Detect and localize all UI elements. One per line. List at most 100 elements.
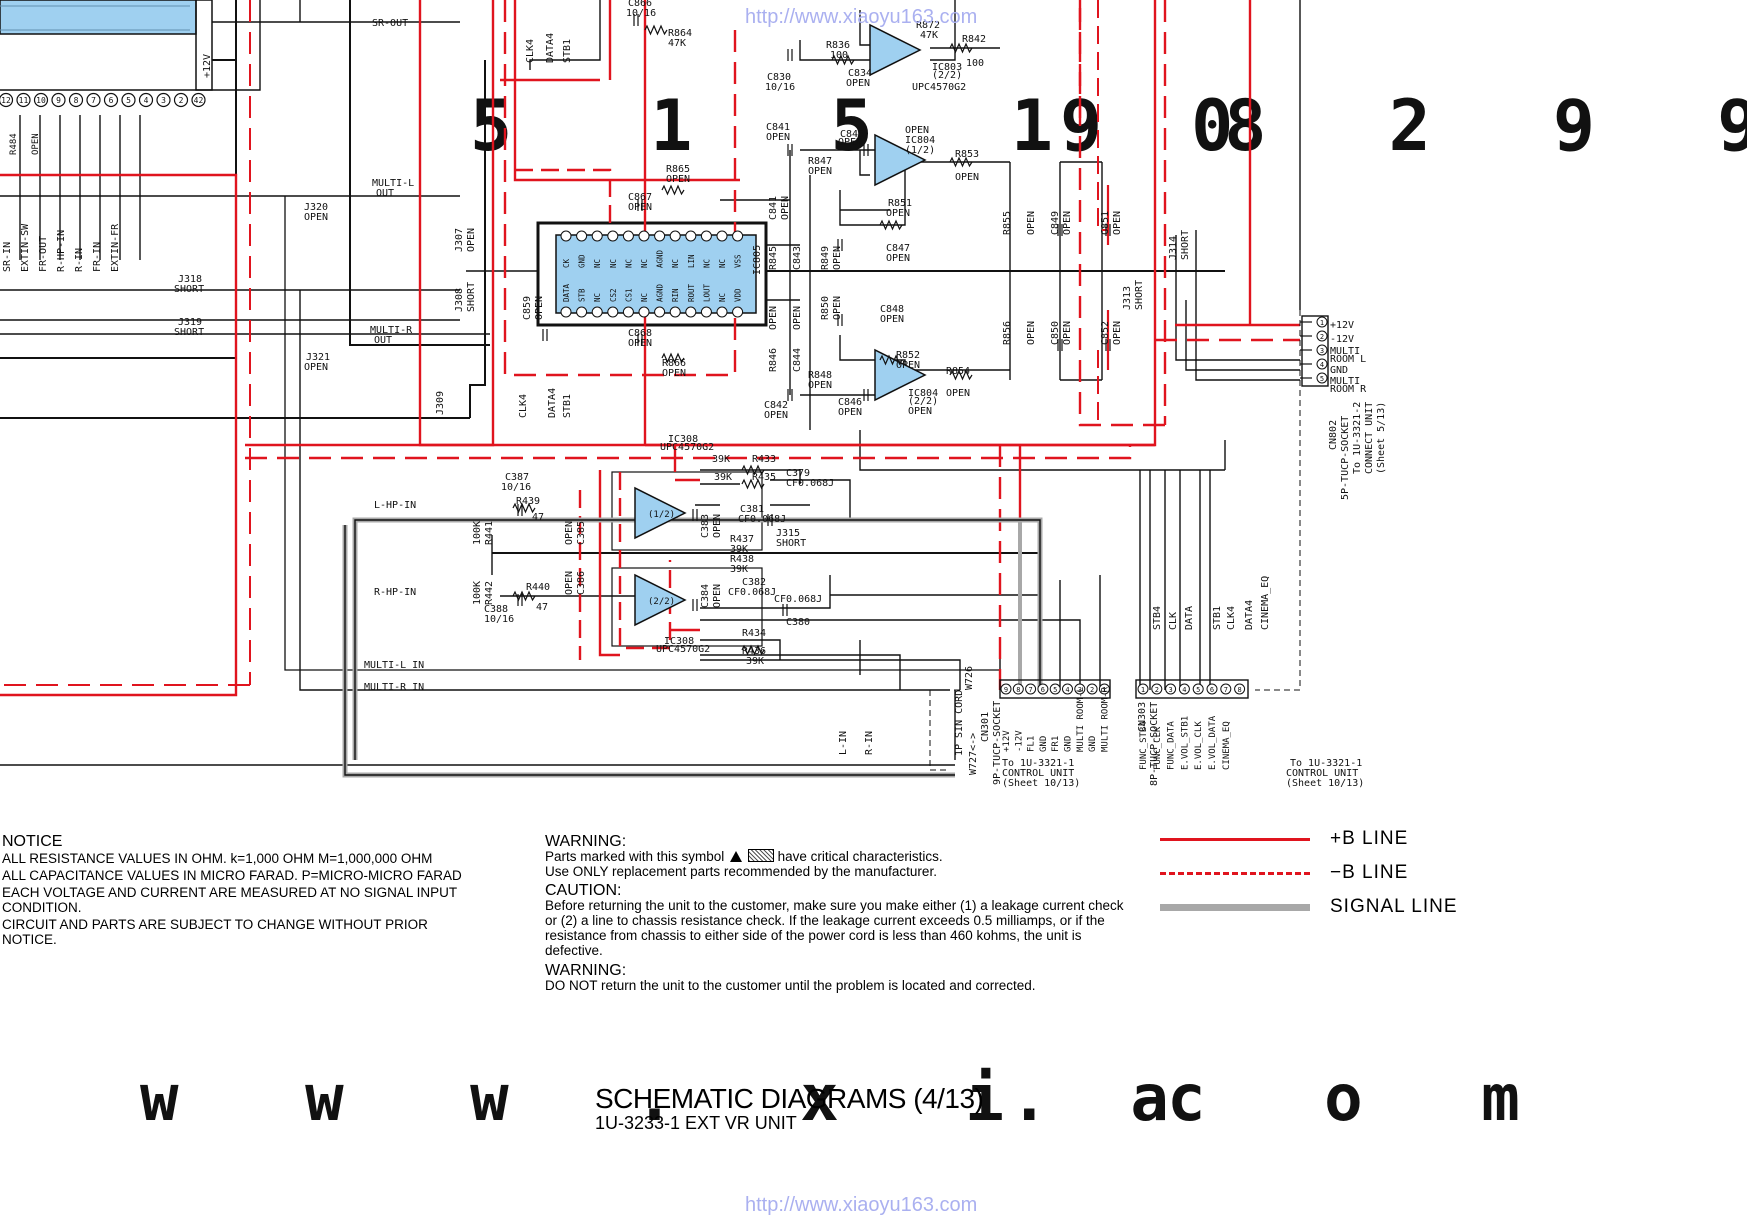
svg-text:C834: C834 [848, 68, 872, 79]
op-amp-ic804a [874, 133, 927, 187]
op-amp-ic308b [634, 573, 687, 627]
svg-text:R853: R853 [955, 149, 979, 160]
svg-text:OPEN: OPEN [780, 196, 791, 220]
svg-text:5 1 5 1 0: 5 1 5 1 0 [470, 85, 1281, 167]
svg-text:C850: C850 [1050, 321, 1061, 345]
cn301-pin-label: MULTI ROOM-R [1100, 686, 1110, 752]
svg-text:C387: C387 [505, 472, 529, 483]
ic805-pin-label: VDD [734, 288, 743, 302]
cn301-pin-label: GND [1039, 736, 1049, 752]
svg-text:(Sheet 10/13): (Sheet 10/13) [1002, 778, 1080, 789]
svg-text:C859: C859 [522, 296, 533, 320]
svg-text:MULTI-L: MULTI-L [372, 178, 414, 189]
svg-text:(Sheet 10/13): (Sheet 10/13) [1286, 778, 1364, 789]
svg-text:R856: R856 [1002, 321, 1013, 345]
svg-text:OPEN: OPEN [564, 521, 575, 545]
svg-text:C388: C388 [484, 604, 508, 615]
svg-text:R440: R440 [526, 582, 550, 593]
svg-text:W727<->: W727<-> [968, 733, 979, 775]
svg-text:39K: 39K [714, 472, 732, 483]
ic805-pin [638, 230, 650, 242]
cn303-pin-label: FUNC_DATA [1167, 721, 1177, 770]
svg-text:CF0.068J: CF0.068J [728, 587, 776, 598]
ic805-pin [685, 306, 697, 318]
cn301-pin [1012, 683, 1024, 695]
svg-text:CONTROL UNIT: CONTROL UNIT [1002, 768, 1074, 779]
svg-text:To 1U-3321-2: To 1U-3321-2 [1352, 402, 1363, 474]
svg-text:10/16: 10/16 [501, 482, 531, 493]
svg-text:OPEN: OPEN [768, 306, 779, 330]
svg-text:OPEN: OPEN [712, 584, 723, 608]
resistor-symbol [831, 54, 855, 66]
cn303-pin-label: E.VOL_CLK [1194, 721, 1204, 770]
svg-text:(1/2): (1/2) [905, 145, 935, 156]
cn301-pin-number: 5 [1053, 686, 1057, 694]
svg-text:OPEN: OPEN [304, 362, 328, 373]
svg-text:OUT: OUT [374, 335, 392, 346]
svg-text:MULTI: MULTI [1330, 376, 1360, 387]
svg-text:CF0.068J: CF0.068J [738, 514, 786, 525]
svg-text:OPEN: OPEN [666, 174, 690, 185]
svg-text:J318: J318 [178, 274, 202, 285]
svg-text:C849: C849 [1050, 211, 1061, 235]
resistor-symbol [741, 478, 765, 490]
cn303-pin [1192, 683, 1204, 695]
resistor-symbol [949, 42, 973, 54]
connector-pin-label: 9 [56, 96, 61, 105]
svg-text:R433: R433 [752, 454, 776, 465]
cn301-pin-number: 7 [1028, 686, 1032, 694]
cn301-pin-number: 3 [1078, 686, 1082, 694]
svg-text:C846: C846 [838, 397, 862, 408]
components [512, 14, 1111, 656]
connector-pin [51, 92, 66, 108]
svg-text:SHORT: SHORT [466, 282, 477, 312]
resistor-symbol [741, 464, 765, 476]
svg-text:DATA4: DATA4 [1244, 600, 1255, 630]
cn303-pin-number: 8 [1237, 686, 1241, 694]
warning2-text: DO NOT return the unit to the customer u… [545, 978, 1036, 993]
connector-pin [191, 92, 206, 108]
left-signal-label: R-IN [74, 248, 85, 272]
warning-line-1: Parts marked with this symbol have criti… [545, 849, 943, 864]
ic805-pin [700, 306, 712, 318]
svg-text:L-IN: L-IN [838, 731, 849, 755]
connector-pin [156, 92, 171, 108]
svg-text:10/16: 10/16 [765, 82, 795, 93]
svg-text:OPEN: OPEN [896, 360, 920, 371]
hatched-box-icon [747, 849, 774, 862]
ic805-pin-label: CK [562, 258, 571, 268]
svg-text:OPEN: OPEN [662, 368, 686, 379]
resistor-symbol [879, 219, 903, 231]
connector-pin [173, 92, 189, 108]
svg-text:OPEN: OPEN [304, 212, 328, 223]
svg-text:IC803: IC803 [932, 62, 962, 73]
svg-text:CF0.068J: CF0.068J [774, 594, 822, 605]
svg-text:OPEN: OPEN [832, 246, 843, 270]
notice-line-2: ALL CAPACITANCE VALUES IN MICRO FARAD. P… [2, 868, 462, 883]
svg-text:1P SIN CORD: 1P SIN CORD [954, 690, 965, 756]
svg-text:CN802: CN802 [1328, 420, 1339, 450]
connector-pin-label: 3 [161, 96, 166, 105]
ic805-pin [685, 230, 697, 242]
cn301-pin-label: MULTI ROOM-L [1076, 687, 1086, 752]
ic805-pin [560, 230, 572, 242]
svg-text:CF0.068J: CF0.068J [786, 478, 834, 489]
svg-text:C866: C866 [628, 0, 652, 9]
svg-text:R872: R872 [916, 20, 940, 31]
ic805-pin [654, 230, 666, 242]
svg-text:C383: C383 [700, 514, 711, 538]
svg-text:OPEN: OPEN [766, 132, 790, 143]
svg-text:SHORT: SHORT [174, 284, 204, 295]
svg-text:R434: R434 [742, 628, 766, 639]
svg-text:39K: 39K [712, 454, 730, 465]
resistor-symbol [879, 354, 903, 366]
svg-text:MULTI-R: MULTI-R [370, 325, 413, 336]
cn802-pin [1316, 344, 1328, 356]
cn301-pin [1000, 683, 1012, 695]
svg-text:SHORT: SHORT [1134, 280, 1145, 310]
svg-text:R847: R847 [808, 156, 832, 167]
left-signal-label: EXTIN-SW [20, 223, 31, 272]
cn303-pin-label: CINEMA_EQ [1222, 721, 1232, 770]
svg-text:OPEN: OPEN [886, 208, 910, 219]
